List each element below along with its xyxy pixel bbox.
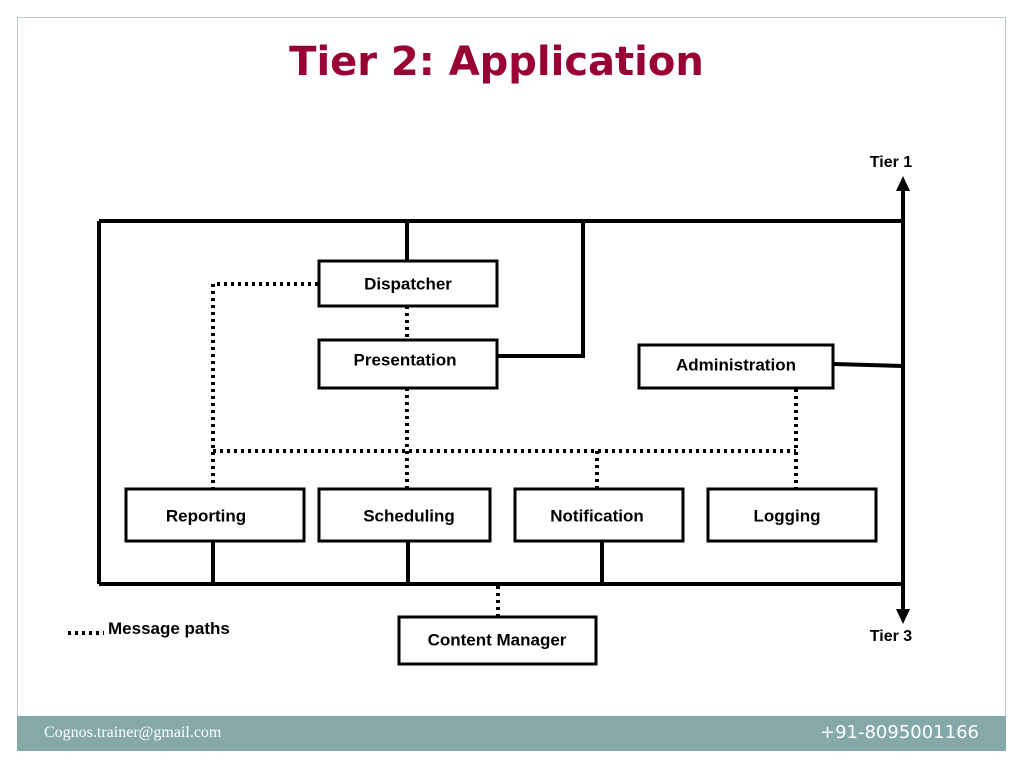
- message-path-dispatcher-reporting: [211, 282, 318, 489]
- presentation-connector: [497, 221, 585, 358]
- administration-connector: [833, 362, 904, 368]
- administration-label: Administration: [676, 355, 796, 374]
- dispatcher-label: Dispatcher: [364, 274, 452, 293]
- legend-label: Message paths: [108, 619, 230, 638]
- slide-title: Tier 2: Application: [289, 39, 704, 85]
- footer-bar: Cognos.trainer@gmail.com +91-8095001166: [17, 716, 1006, 751]
- reporting-box: Reporting: [124, 487, 306, 543]
- tier3-label: Tier 3: [870, 628, 913, 645]
- notification-box: Notification: [513, 487, 685, 543]
- logging-box: Logging: [706, 487, 878, 543]
- presentation-box: Presentation: [317, 338, 499, 390]
- administration-box: Administration: [637, 343, 835, 390]
- tier3-arrow-icon: [896, 609, 910, 624]
- footer-phone: +91-8095001166: [819, 722, 979, 743]
- content-manager-box: Content Manager: [397, 615, 598, 666]
- notification-label: Notification: [550, 506, 644, 525]
- logging-label: Logging: [753, 506, 820, 525]
- tier1-label: Tier 1: [870, 154, 913, 171]
- scheduling-box: Scheduling: [317, 487, 492, 543]
- architecture-diagram: Dispatcher Presentation Administration R…: [68, 154, 913, 666]
- presentation-label: Presentation: [354, 350, 457, 369]
- content-manager-label: Content Manager: [428, 630, 567, 649]
- footer-email: Cognos.trainer@gmail.com: [44, 724, 222, 741]
- scheduling-label: Scheduling: [363, 506, 455, 525]
- reporting-label: Reporting: [166, 506, 246, 525]
- tier1-arrow-icon: [896, 176, 910, 191]
- dispatcher-box: Dispatcher: [317, 259, 499, 308]
